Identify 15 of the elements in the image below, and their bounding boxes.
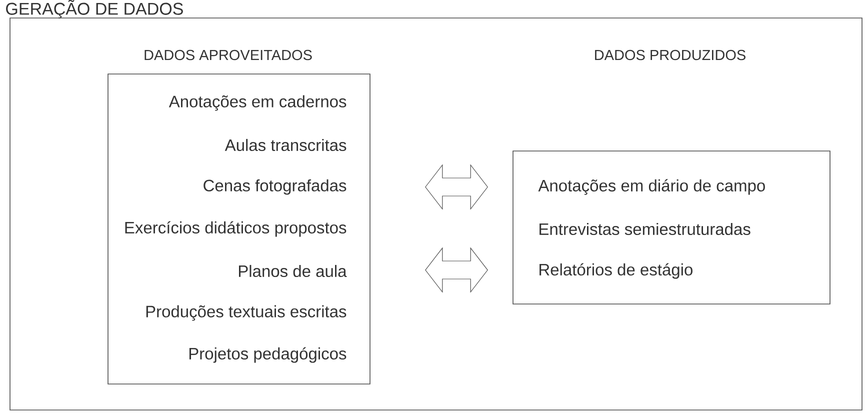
double-arrow	[425, 247, 488, 293]
list-item: Aulas transcritas	[224, 138, 346, 152]
double-arrow	[425, 164, 488, 210]
column-heading: DADOS APROVEITADOS	[144, 50, 312, 60]
list-item: Produções textuais escritas	[146, 305, 346, 321]
title: GERAÇÃO DE DADOS	[6, 0, 183, 18]
column-heading: DADOS PRODUZIDOS	[595, 50, 746, 60]
list-item: Anotações em cadernos	[168, 95, 346, 111]
list-item: Planos de aula	[238, 264, 347, 278]
list-item: Relatórios de estágio	[540, 263, 692, 279]
list-item: Anotações em diário de campo	[538, 179, 765, 195]
list-item: Entrevistas semiestruturadas	[540, 222, 750, 236]
list-item: Cenas fotografadas	[204, 179, 346, 195]
list-item: Projetos pedagógicos	[189, 347, 346, 363]
list-item: Exercícios didáticos propostos	[125, 221, 346, 237]
